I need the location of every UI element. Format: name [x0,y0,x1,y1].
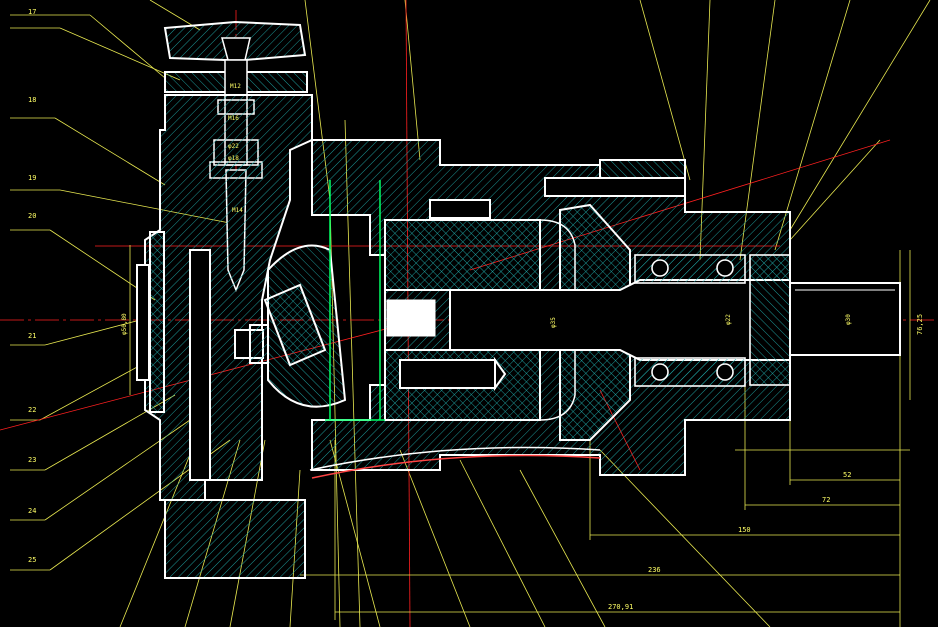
part-label-19: 19 [28,174,36,182]
bearings [634,254,791,387]
label-m12: M12 [230,83,241,90]
end-cover [136,94,313,579]
dim-150: 150 [738,526,751,534]
part-label-18: 18 [28,96,36,104]
part-label-20: 20 [28,212,36,220]
label-m14: M14 [232,207,243,214]
part-label-24: 24 [28,507,36,515]
piston-bore [386,299,436,337]
swashplate [234,244,347,408]
label-phi35: φ35 [550,317,557,328]
oil-passages [309,219,601,479]
dimension-lines [129,240,911,627]
drive-shaft [449,279,901,361]
part-label-17: 17 [28,8,36,16]
dimension-texts: 52 72 150 236 270,91 76,25 [608,314,924,611]
part-label-21: 21 [28,332,36,340]
dim-52: 52 [843,471,851,479]
label-phi22b: φ22 [725,314,732,325]
part-label-22: 22 [28,406,36,414]
dim-76-25: 76,25 [916,314,924,335]
dim-270-91: 270,91 [608,603,633,611]
part-labels: 17 18 19 20 21 22 23 24 25 [28,8,36,564]
label-phi30: φ30 [845,314,852,325]
dim-236: 236 [648,566,661,574]
part-label-25: 25 [28,556,36,564]
label-phi18: φ18 [228,155,239,162]
green-accents [325,180,385,421]
label-phi50: φ50,80 [121,313,128,335]
label-m16: M16 [228,115,239,122]
part-label-23: 23 [28,456,36,464]
cylinder-block [384,199,541,421]
dim-72: 72 [822,496,830,504]
label-phi22: φ22 [228,143,239,150]
component-labels: M12 M16 φ22 φ18 M14 φ50,80 φ35 φ22 φ30 [121,83,852,335]
